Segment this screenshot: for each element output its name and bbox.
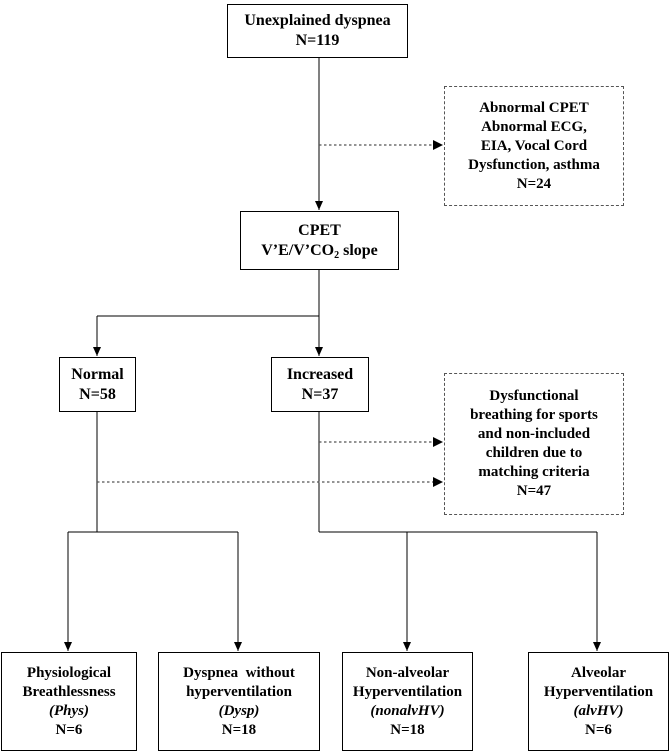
- arrowhead-increased-exclusion: [433, 437, 443, 447]
- middle-exclusion-box: Dysfunctional breathing for sports and n…: [444, 373, 624, 515]
- dysp-line-1: Dyspnea without: [183, 664, 295, 681]
- cpet-box: CPET V’E/V’CO2 slope: [240, 211, 399, 270]
- nonalv-abbr: (nonalvHV): [370, 702, 445, 719]
- cpet-slope-label: V’E/V’CO2 slope: [261, 241, 378, 261]
- top-exclusion-line-1: Abnormal CPET: [479, 99, 589, 116]
- cpet-title: CPET: [298, 221, 341, 239]
- phys-abbr: (Phys): [49, 702, 89, 719]
- phys-count: N=6: [55, 721, 83, 738]
- nonalv-line-2: Hyperventilation: [352, 683, 463, 700]
- phys-line-2: Breathlessness: [22, 683, 116, 700]
- top-exclusion-line-3: EIA, Vocal Cord: [480, 137, 588, 154]
- dysp-count: N=18: [221, 721, 257, 738]
- arrowhead-normal-exclusion: [433, 477, 443, 487]
- top-exclusion-line-2: Abnormal ECG,: [481, 118, 587, 135]
- alv-abbr: (alvHV): [573, 702, 624, 719]
- increased-count: N=37: [301, 385, 339, 403]
- dysp-box: Dyspnea without hyperventilation (Dysp) …: [158, 652, 320, 751]
- top-exclusion-line-4: Dysfunction, asthma: [468, 156, 600, 173]
- dysp-line-2: hyperventilation: [186, 683, 292, 700]
- nonalv-line-1: Non-alveolar: [365, 664, 450, 681]
- middle-exclusion-line-4: children due to: [485, 445, 583, 461]
- increased-box: Increased N=37: [271, 357, 369, 412]
- normal-box: Normal N=58: [59, 357, 136, 412]
- nonalv-box: Non-alveolar Hyperventilation (nonalvHV)…: [342, 652, 473, 751]
- alv-box: Alveolar Hyperventilation (alvHV) N=6: [528, 652, 669, 751]
- middle-exclusion-line-3: and non-included: [477, 426, 591, 442]
- middle-exclusion-line-2: breathing for sports: [470, 407, 598, 423]
- dysp-abbr: (Dysp): [218, 702, 260, 719]
- alv-line-2: Hyperventilation: [543, 683, 654, 700]
- alv-line-1: Alveolar: [571, 664, 626, 681]
- normal-count: N=58: [79, 385, 116, 403]
- middle-exclusion-line-5: matching criteria: [478, 464, 590, 480]
- normal-title: Normal: [71, 365, 124, 383]
- middle-exclusion-count: N=47: [516, 483, 552, 499]
- increased-title: Increased: [286, 365, 354, 383]
- phys-line-1: Physiological: [26, 664, 112, 681]
- phys-box: Physiological Breathlessness (Phys) N=6: [1, 652, 137, 751]
- unexplained-dyspnea-count: N=119: [295, 32, 340, 49]
- top-exclusion-box: Abnormal CPET Abnormal ECG, EIA, Vocal C…: [444, 86, 624, 206]
- unexplained-dyspnea-box: Unexplained dyspnea N=119: [227, 4, 408, 58]
- unexplained-dyspnea-title: Unexplained dyspnea: [244, 12, 391, 29]
- arrowhead-top-exclusion: [433, 140, 443, 150]
- middle-exclusion-line-1: Dysfunctional: [489, 388, 579, 404]
- nonalv-count: N=18: [390, 721, 425, 738]
- alv-count: N=6: [585, 721, 612, 738]
- top-exclusion-count: N=24: [516, 175, 552, 192]
